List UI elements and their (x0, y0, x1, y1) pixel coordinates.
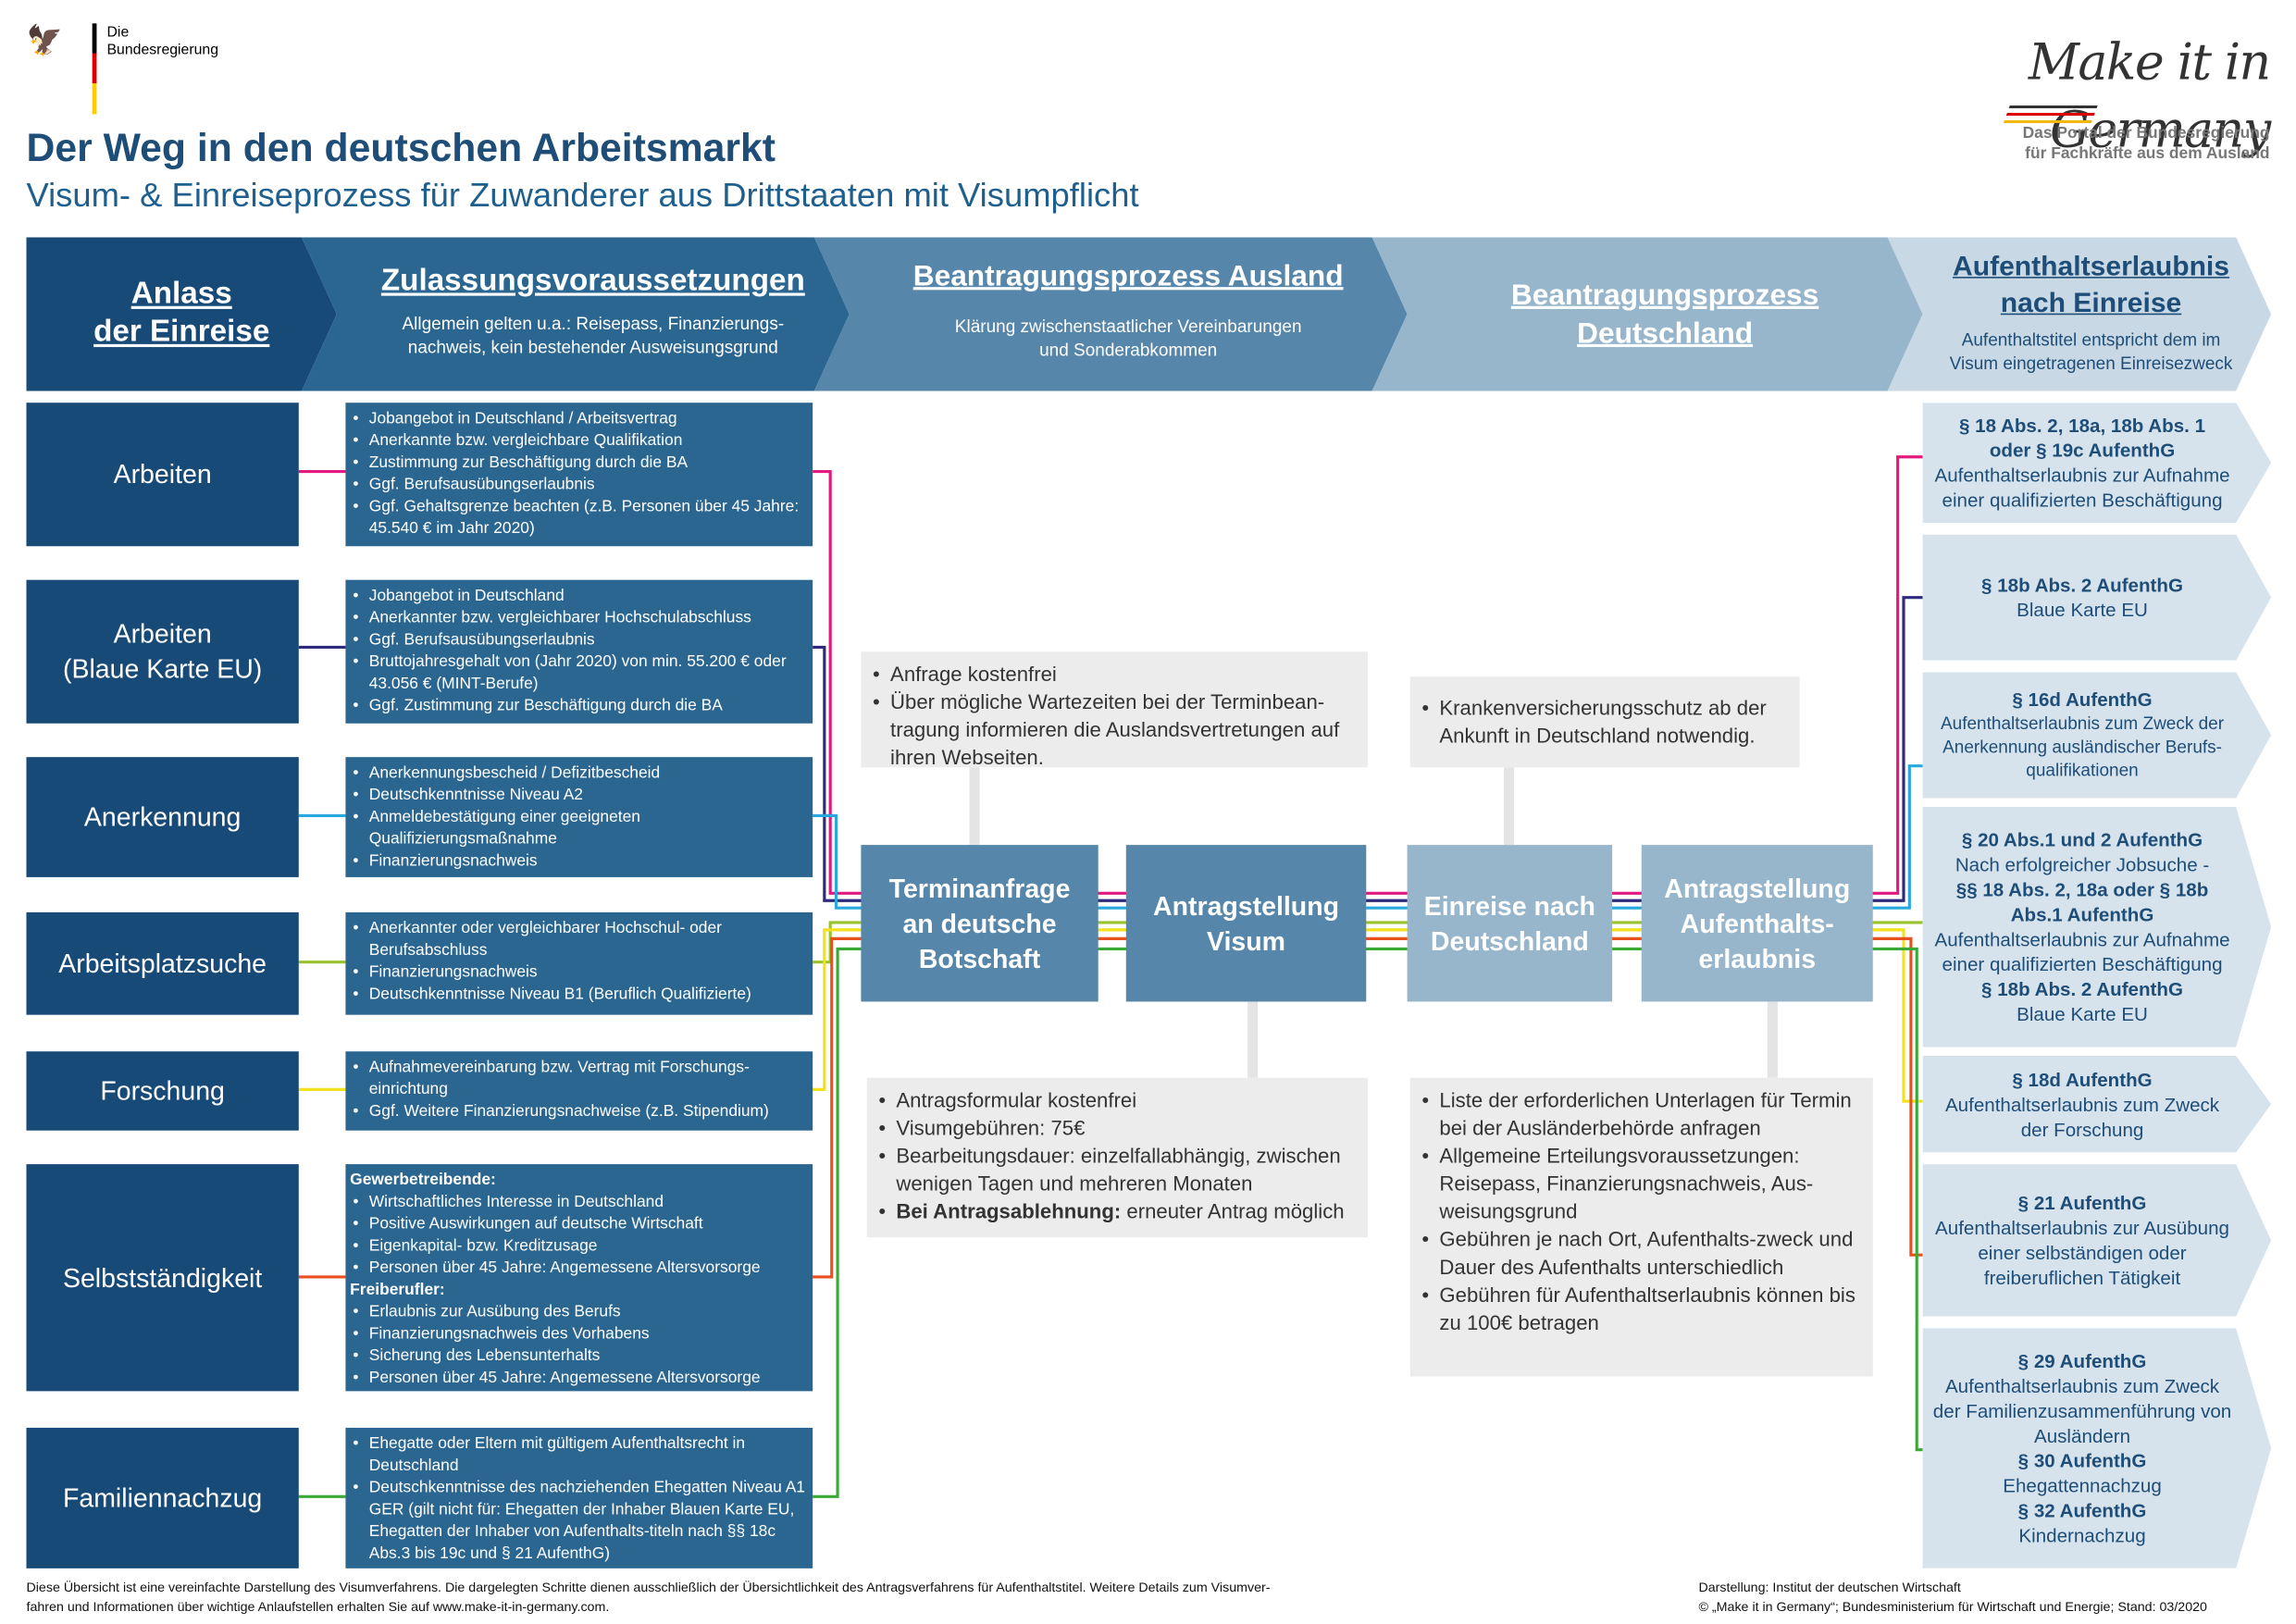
list-item: Sicherung des Lebensunterhalts (350, 1345, 807, 1368)
list-item: Wirtschaftliches Interesse in Deutschlan… (350, 1192, 807, 1214)
make-it-in-germany-logo: Make it in Germany Das Portal der Bundes… (1889, 30, 2271, 176)
phase-aufenthalt: Aufenthaltserlaubnis nach Einreise Aufen… (1887, 237, 2272, 391)
phase-zulassung: Zulassungsvoraussetzungen Allgemein gelt… (301, 237, 850, 391)
permit-selbststaendigkeit: § 21 AufenthG Aufenthaltserlaubnis zur A… (1922, 1164, 2272, 1317)
permit-qualifizierte-beschaeftigung: § 18 Abs. 2, 18a, 18b Abs. 1 oder § 19c … (1922, 403, 2272, 523)
list-item: Anerkannter oder vergleichbarer Hochschu… (350, 918, 807, 961)
reason-blaue-karte: Arbeiten(Blaue Karte EU) (26, 579, 299, 724)
list-item: Deutschkenntnisse Niveau A2 (350, 785, 807, 807)
group-label: Freiberufler: (350, 1281, 445, 1299)
line-anerkennung (298, 764, 1923, 910)
requirements-blaue-karte: Jobangebot in Deutschland Anerkannter bz… (345, 579, 813, 724)
list-item: Anerkennungsbescheid / Defizitbescheid (350, 762, 807, 785)
list-item: Zustimmung zur Beschäftigung durch die B… (350, 452, 807, 475)
requirements-arbeitsplatzsuche: Anerkannter oder vergleichbarer Hochschu… (345, 911, 813, 1015)
list-item: Finanzierungsnachweis (350, 850, 807, 873)
phase-ausland: Beantragungsprozess Ausland Klärung zwis… (813, 237, 1408, 391)
connector (1247, 1001, 1259, 1078)
info-terminanfrage: Anfrage kostenfrei Über mögliche Warteze… (861, 651, 1368, 769)
list-item: Finanzierungsnachweis (350, 962, 807, 985)
reason-anerkennung: Anerkennung (26, 757, 299, 877)
list-item: Jobangebot in Deutschland (350, 586, 807, 608)
list-item: Deutschkenntnisse des nachziehenden Eheg… (350, 1478, 807, 1566)
info-aufenthaltserlaubnis: Liste der erforderlichen Unterlagen für … (1409, 1077, 1873, 1377)
requirements-forschung: Aufnahmevereinbarung bzw. Vertrag mit Fo… (345, 1051, 813, 1131)
reason-arbeiten: Arbeiten (26, 403, 299, 547)
permit-anerkennung: § 16d AufenthG Aufenthaltserlaubnis zum … (1922, 672, 2272, 799)
page-subtitle: Visum- & Einreiseprozess für Zuwanderer … (26, 175, 1139, 215)
connector (1767, 1001, 1778, 1078)
list-item: Über mögliche Wartezeiten bei der Termin… (870, 688, 1356, 772)
page-title: Der Weg in den deutschen Arbeitsmarkt (26, 126, 776, 170)
phase-deutschland: Beantragungsprozess Deutschland (1371, 237, 1923, 391)
list-item: Ehegatte oder Eltern mit gültigem Aufent… (350, 1433, 807, 1477)
list-item: Erlaubnis zur Ausübung des Berufs (350, 1302, 807, 1324)
reason-forschung: Forschung (26, 1051, 299, 1131)
list-item: Anerkannte bzw. vergleichbare Qualifikat… (350, 430, 807, 452)
list-item: Deutschkenntnisse Niveau B1 (Beruflich Q… (350, 984, 807, 1006)
info-visum: Antragsformular kostenfrei Visumgebühren… (866, 1077, 1368, 1238)
requirements-arbeiten: Jobangebot in Deutschland / Arbeitsvertr… (345, 403, 813, 547)
list-item: Gebühren je nach Ort, Aufenthalts-zweck … (1419, 1226, 1861, 1282)
list-item: Antragsformular kostenfrei (875, 1086, 1356, 1114)
list-item: Anfrage kostenfrei (870, 661, 1356, 688)
requirements-selbststaendigkeit: Gewerbetreibende: Wirtschaftliches Inter… (345, 1164, 813, 1392)
list-item: Krankenversicherungsschutz ab der Ankunf… (1419, 694, 1788, 750)
list-item: Eigenkapital- bzw. Kreditzusage (350, 1236, 807, 1258)
brand-subtitle: Das Portal der Bundesregierung für Fachk… (2022, 124, 2270, 163)
list-item: Bearbeitungsdauer: einzelfallabhängig, z… (875, 1142, 1356, 1197)
requirements-anerkennung: Anerkennungsbescheid / Defizitbescheid D… (345, 757, 813, 877)
reason-selbststaendigkeit: Selbstständigkeit (26, 1164, 299, 1392)
list-item: Gebühren für Aufenthaltserlaubnis können… (1419, 1282, 1861, 1337)
connector (1504, 767, 1515, 846)
list-item: Positive Auswirkungen auf deutsche Wirts… (350, 1214, 807, 1236)
list-item: Ggf. Zustimmung zur Beschäftigung durch … (350, 696, 807, 718)
list-item: Bruttojahresgehalt von (Jahr 2020) von m… (350, 651, 807, 695)
list-item: Ggf. Gehaltsgrenze beachten (z.B. Person… (350, 496, 807, 539)
list-item: Liste der erforderlichen Unterlagen für … (1419, 1086, 1861, 1142)
permit-arbeitsplatzsuche: § 20 Abs.1 und 2 AufenthG Nach erfolgrei… (1922, 806, 2272, 1048)
reason-familiennachzug: Familiennachzug (26, 1427, 299, 1568)
gov-logo-text: Die Bundesregierung (106, 24, 219, 59)
list-item: Aufnahmevereinbarung bzw. Vertrag mit Fo… (350, 1058, 807, 1101)
list-item: Personen über 45 Jahre: Angemessene Alte… (350, 1368, 807, 1390)
list-item: Ggf. Berufsausübungserlaubnis (350, 475, 807, 497)
list-item: Visumgebühren: 75€ (875, 1114, 1356, 1142)
list-item: Ggf. Berufsausübungserlaubnis (350, 629, 807, 651)
reason-arbeitsplatzsuche: Arbeitsplatzsuche (26, 911, 299, 1015)
list-item: Allgemeine Erteilungsvoraussetzungen: Re… (1419, 1142, 1861, 1225)
info-einreise: Krankenversicherungsschutz ab der Ankunf… (1409, 676, 1800, 768)
list-item: Anerkannter bzw. vergleichbarer Hochschu… (350, 608, 807, 630)
list-item: Anmeldebestätigung einer geeigneten Qual… (350, 807, 807, 850)
list-item: Bei Antragsablehnung: erneuter Antrag mö… (875, 1197, 1356, 1225)
list-item: Ggf. Weitere Finanzierungsnachweise (z.B… (350, 1101, 807, 1123)
bundesregierung-logo: 🦅 Die Bundesregierung (26, 23, 231, 115)
list-item: Jobangebot in Deutschland / Arbeitsvertr… (350, 409, 807, 431)
permit-familiennachzug: § 29 AufenthG Aufenthaltserlaubnis zum Z… (1922, 1328, 2272, 1568)
connector (969, 767, 980, 846)
list-item: Finanzierungsnachweis des Vorhabens (350, 1324, 807, 1346)
permit-blaue-karte: § 18b Abs. 2 AufenthG Blaue Karte EU (1922, 534, 2272, 661)
line-familiennachzug (298, 947, 1923, 1498)
permit-forschung: § 18d AufenthG Aufenthaltserlaubnis zum … (1922, 1055, 2272, 1153)
line-selbststaendigkeit (298, 936, 1923, 1279)
footer-credits: Darstellung: Institut der deutschen Wirt… (1698, 1580, 2207, 1614)
group-label: Gewerbetreibende: (350, 1172, 496, 1189)
footer-note: Diese Übersicht ist eine vereinfachte Da… (26, 1580, 1271, 1614)
requirements-familiennachzug: Ehegatte oder Eltern mit gültigem Aufent… (345, 1427, 813, 1568)
german-flag-stripe (92, 23, 97, 115)
list-item: Personen über 45 Jahre: Angemessene Alte… (350, 1258, 807, 1280)
eagle-icon: 🦅 (26, 24, 63, 57)
phase-anlass: Anlass der Einreise (26, 237, 337, 391)
